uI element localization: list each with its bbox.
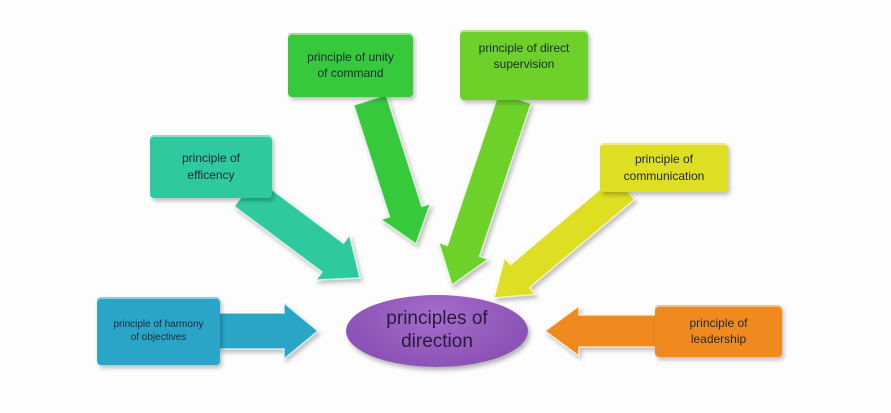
box-label-line2: efficency: [187, 167, 235, 182]
box-label-line1: principle of harmony: [113, 318, 204, 330]
box-label-line2: of objectives: [130, 332, 187, 343]
box-label-line2: leadership: [690, 332, 747, 346]
box-harmony-of-objectives: principle of harmony of objectives: [97, 297, 220, 365]
box-direct-supervision: principle of direct supervision: [460, 30, 588, 100]
box-label-line1: principle of: [634, 152, 693, 167]
arrow-supervision: [437, 91, 533, 287]
arrow-unity: [352, 93, 432, 246]
arrow-leadership: [543, 304, 658, 358]
center-label-line2: direction: [401, 331, 473, 352]
box-label-line2: supervision: [493, 57, 555, 72]
box-label-line1: principle of unity: [307, 49, 394, 64]
box-label-line1: principle of direct: [478, 41, 570, 55]
box-label-line2: of command: [317, 66, 384, 80]
arrow-harmony: [217, 301, 320, 361]
box-label-line1: principle of: [181, 151, 241, 166]
box-label-line2: communication: [623, 168, 705, 183]
box-leadership: principle of leadership: [655, 305, 782, 357]
arrow-communication: [493, 175, 636, 299]
center-label-line1: principles of: [386, 308, 488, 330]
box-unity-of-command: principle of unity of command: [288, 33, 413, 97]
box-label-line1: principle of: [689, 315, 748, 330]
